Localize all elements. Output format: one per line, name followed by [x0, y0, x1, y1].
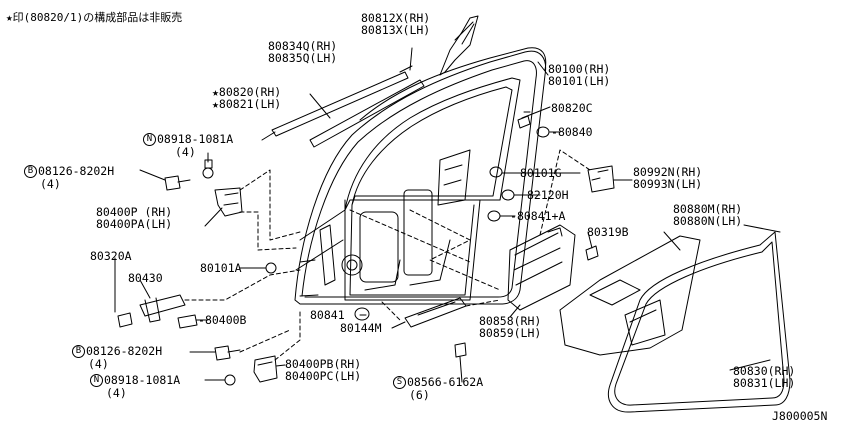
- diagram-id: J800005N: [772, 409, 828, 423]
- callout-80100: 80100(RH) 80101(LH): [548, 62, 611, 88]
- callout-80820c: 80820C: [551, 101, 593, 115]
- leader-lines: [114, 21, 781, 383]
- grommet-82120h: [501, 189, 515, 201]
- glass-run-channel: [439, 15, 479, 76]
- callout-80841: 80841: [310, 308, 345, 322]
- callout-80319b: 80319B: [587, 225, 629, 239]
- door-weatherstrip: [359, 47, 547, 121]
- door-trim-panel: [559, 235, 701, 356]
- callout-80820: ★80820(RH) ★80821(LH): [212, 85, 282, 111]
- callout-80400b: -80400B: [198, 313, 247, 327]
- callout-82120h: 82120H: [527, 188, 569, 202]
- body-side-weatherstrip-inner: [614, 241, 785, 406]
- callout-80840: -80840: [551, 125, 593, 139]
- inner-weatherstrip: [309, 79, 425, 148]
- callout-80400pb: 80400PB(RH) 80400PC(LH): [285, 357, 362, 383]
- upper-hinge: [164, 159, 243, 217]
- door-frame-outline: [294, 50, 547, 305]
- clip-80319b: [585, 245, 599, 261]
- plug-80840: [536, 126, 550, 138]
- inner-door-panel: [299, 149, 481, 301]
- bolt-80820c: [517, 111, 531, 129]
- non-sale-note: ★印(80820/1)の構成部品は非販売: [6, 11, 183, 24]
- callout-80841a: -80841+A: [510, 209, 566, 223]
- outer-molding: [271, 71, 409, 137]
- callout-80430: 80430: [128, 271, 163, 285]
- regulator-module: [507, 224, 576, 311]
- door-check-link: [117, 294, 198, 329]
- callout-80101a: 80101A: [200, 261, 242, 275]
- sash-garnish-80144m: [404, 297, 467, 328]
- grommet-80101a: [265, 262, 277, 274]
- callout-80812x: 80812X(RH) 80813X(LH): [361, 11, 431, 37]
- clip-80101g: [489, 166, 503, 178]
- plug-80841: [354, 307, 370, 321]
- assembly-dashed-lines: [184, 149, 591, 361]
- callout-80858: 80858(RH) 80859(LH): [479, 314, 542, 340]
- callout-80320a: 80320A: [90, 249, 132, 263]
- callout-80992n: 80992N(RH) 80993N(LH): [633, 165, 703, 191]
- callout-80101g: 80101G: [520, 166, 562, 180]
- callout-80834q: 80834Q(RH) 80835Q(LH): [268, 39, 338, 65]
- screw-08566: [454, 342, 467, 358]
- body-side-weatherstrip: [607, 231, 791, 413]
- callout-80144m: 80144M: [340, 321, 382, 335]
- callout-80830: 80830(RH) 80831(LH): [733, 364, 796, 390]
- lower-hinge: [214, 345, 278, 386]
- belt-molding-strip: [261, 65, 413, 141]
- bracket-80992n: [587, 165, 615, 193]
- callout-80880: 80880M(RH) 80880N(LH): [673, 202, 743, 228]
- callout-80400p: 80400P (RH) 80400PA(LH): [96, 205, 173, 231]
- plug-80841a: [487, 210, 501, 222]
